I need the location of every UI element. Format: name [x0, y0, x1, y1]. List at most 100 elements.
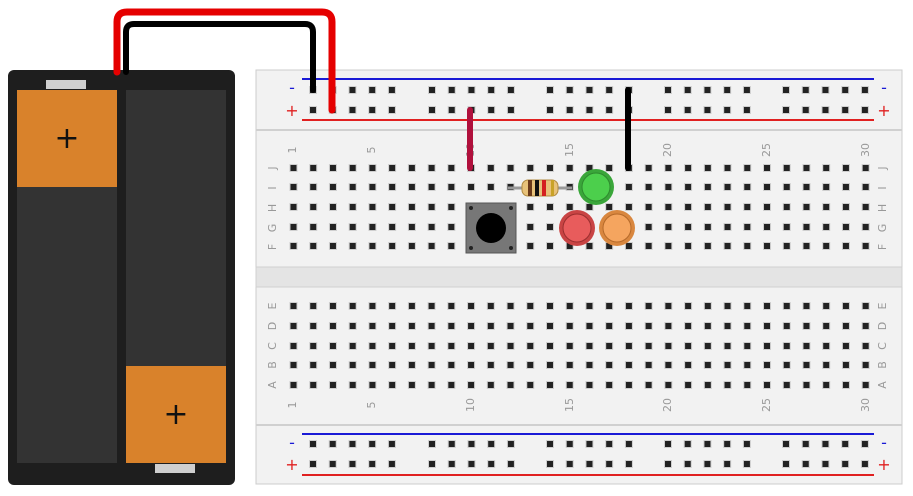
breadboard-hole — [407, 342, 416, 350]
breadboard-hole — [309, 381, 318, 389]
row-letter: H — [876, 204, 889, 212]
breadboard-hole — [703, 242, 712, 250]
rail-hole — [565, 440, 574, 448]
row-letter: D — [266, 322, 279, 330]
breadboard-hole — [802, 242, 811, 250]
breadboard-hole — [526, 322, 535, 330]
breadboard-hole — [841, 164, 850, 172]
breadboard-hole — [427, 302, 436, 310]
rail-hole — [368, 460, 377, 468]
breadboard-hole — [703, 322, 712, 330]
rail-hole — [546, 86, 554, 94]
breadboard-hole — [427, 322, 436, 330]
breadboard-hole — [644, 164, 653, 172]
row-letter: F — [266, 244, 279, 250]
rail-hole — [782, 106, 790, 114]
battery-cell-left-positive — [17, 90, 117, 187]
breadboard-hole — [605, 164, 614, 172]
breadboard-hole — [289, 342, 298, 350]
breadboard-hole — [664, 203, 673, 211]
breadboard-hole — [348, 302, 357, 310]
rail-hole — [703, 440, 712, 448]
breadboard-hole — [328, 164, 337, 172]
row-letter: I — [876, 186, 889, 189]
rail-hole — [624, 440, 633, 448]
rail-hole — [447, 106, 456, 114]
rail-hole — [860, 460, 869, 468]
rail-hole — [506, 106, 515, 114]
breadboard-hole — [624, 242, 633, 250]
breadboard-hole — [447, 242, 456, 250]
breadboard-hole — [545, 242, 554, 250]
breadboard-hole — [644, 381, 653, 389]
rail-hole — [309, 106, 317, 114]
rail-hole — [487, 86, 496, 94]
battery-bottom-clip — [155, 464, 195, 473]
column-number-bottom: 1 — [286, 402, 299, 409]
breadboard-hole — [782, 183, 791, 191]
rail-hole — [605, 106, 614, 114]
breadboard-hole — [309, 342, 318, 350]
breadboard-hole — [841, 203, 850, 211]
breadboard-hole — [526, 361, 535, 369]
rail-hole — [467, 440, 476, 448]
breadboard-hole — [585, 322, 594, 330]
breadboard-hole — [328, 381, 337, 389]
breadboard-hole — [723, 381, 732, 389]
breadboard-hole — [743, 164, 752, 172]
breadboard-hole — [447, 302, 456, 310]
led-orange — [599, 210, 635, 246]
rail-hole — [624, 460, 633, 468]
breadboard-hole — [743, 381, 752, 389]
rail-hole — [664, 106, 672, 114]
rail-hole — [742, 106, 751, 114]
breadboard-hole — [585, 342, 594, 350]
rail-hole — [565, 106, 574, 114]
breadboard-hole — [368, 322, 377, 330]
rail-hole — [801, 86, 810, 94]
row-letter: G — [266, 224, 279, 233]
resistor-band — [551, 180, 554, 196]
breadboard-hole — [368, 242, 377, 250]
breadboard-hole — [684, 322, 693, 330]
breadboard-hole — [822, 223, 831, 231]
breadboard-hole — [545, 361, 554, 369]
rail-hole — [348, 106, 357, 114]
breadboard-hole — [348, 164, 357, 172]
breadboard-hole — [723, 203, 732, 211]
breadboard-hole — [684, 302, 693, 310]
column-number-top: 25 — [760, 143, 773, 157]
breadboard-hole — [447, 342, 456, 350]
push-button[interactable] — [465, 202, 517, 254]
breadboard-hole — [841, 183, 850, 191]
breadboard-hole — [664, 242, 673, 250]
breadboard-hole — [348, 242, 357, 250]
battery-holder: + + — [8, 70, 235, 485]
rail-hole — [703, 106, 712, 114]
rail-hole — [821, 86, 830, 94]
breadboard-hole — [328, 183, 337, 191]
breadboard-hole — [427, 203, 436, 211]
rail-hole — [348, 440, 357, 448]
breadboard-hole — [664, 342, 673, 350]
led-green — [578, 169, 614, 205]
bottom-rail-minus-sign-left: - — [289, 433, 295, 452]
resistor-band — [535, 180, 539, 196]
push-button-cap[interactable] — [476, 213, 506, 243]
rail-hole — [546, 106, 554, 114]
breadboard-hole — [506, 164, 515, 172]
rail-hole — [664, 86, 672, 94]
breadboard-hole — [763, 203, 772, 211]
breadboard-hole — [309, 183, 318, 191]
breadboard-hole — [289, 223, 298, 231]
breadboard-hole — [585, 381, 594, 389]
breadboard-hole — [565, 322, 574, 330]
bottom-rail-plus-sign-left: + — [285, 455, 298, 474]
breadboard-hole — [388, 223, 397, 231]
top-rail-plus-sign-right: + — [877, 101, 890, 120]
breadboard-hole — [723, 302, 732, 310]
breadboard-hole — [664, 302, 673, 310]
column-number-top: 1 — [286, 147, 299, 154]
rail-hole — [821, 440, 830, 448]
breadboard-hole — [684, 223, 693, 231]
